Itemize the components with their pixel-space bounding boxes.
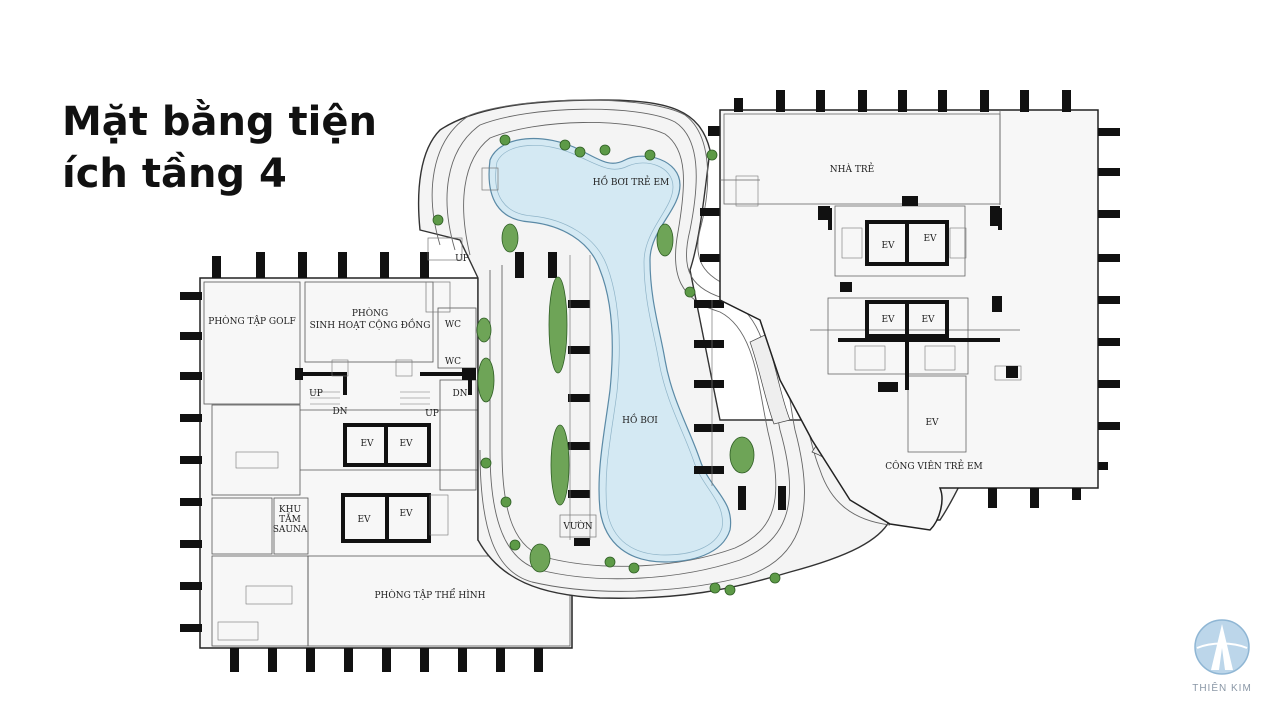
label-ev-7: EV [881,315,895,325]
label-kids-park: CÔNG VIÊN TRẺ EM [885,459,983,472]
center-columns [515,126,786,546]
label-ev-9: EV [925,418,939,428]
label-golf: PHÒNG TẬP GOLF [208,315,295,327]
label-sauna-3: SAUNA [273,525,308,535]
label-ev-1: EV [360,439,374,449]
right-columns [734,90,1120,508]
label-dn-left: DN [332,407,347,417]
label-gym: PHÒNG TẬP THỂ HÌNH [374,588,485,601]
label-wc-2: WC [445,357,461,367]
center-room-lines [425,167,713,540]
label-ev-8: EV [921,315,935,325]
label-community-2: SINH HOẠT CỘNG ĐỒNG [310,318,431,331]
label-ev-4: EV [399,509,413,519]
page-title: Mặt bằng tiện ích tầng 4 [62,96,377,200]
label-ev-2: EV [399,439,413,449]
label-sauna-2: TẮM [279,512,301,525]
right-wing-rooms [720,110,1020,453]
brand-logo: THIÊN KIM [1184,618,1260,694]
brand-name: THIÊN KIM [1192,683,1252,694]
label-up-top: UP [455,254,469,264]
label-ev-5: EV [881,241,895,251]
title-line-1: Mặt bằng tiện [62,99,377,145]
title-line-2: ích tầng 4 [62,151,287,197]
label-up-right: UP [425,409,439,419]
left-wing-rooms [203,281,571,647]
label-community-1: PHÒNG [352,307,388,319]
label-dn-right: DN [452,389,467,399]
label-wc-1: WC [445,320,461,330]
label-garden: VƯỜN [562,520,592,532]
label-nursery: NHÀ TRẺ [830,162,874,175]
label-sauna-1: KHU [279,505,302,515]
label-up-left: UP [309,389,323,399]
ev-labels: EV EV EV EV EV EV EV EV EV [357,234,939,525]
pool-edge [495,145,723,556]
label-ev-6: EV [923,234,937,244]
left-columns [180,252,543,672]
thien-kim-logo-icon [1194,619,1250,675]
planters [432,134,781,596]
label-kids-pool: HỒ BƠI TRẺ EM [593,175,670,188]
label-pool: HỒ BƠI [622,413,658,426]
room-labels: PHÒNG TẬP GOLF PHÒNG SINH HOẠT CỘNG ĐỒNG… [208,162,982,601]
label-ev-3: EV [357,515,371,525]
